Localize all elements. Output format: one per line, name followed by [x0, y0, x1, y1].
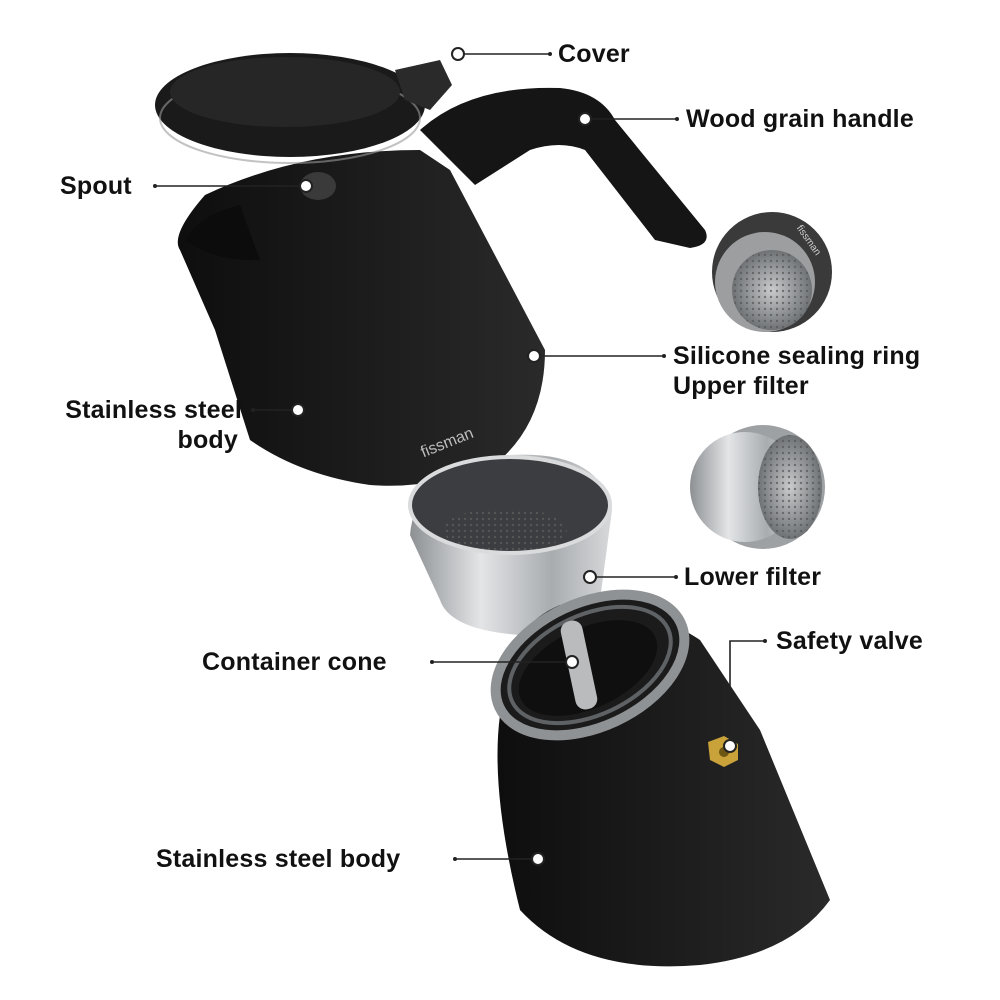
label-handle: Wood grain handle: [686, 105, 914, 133]
leader-lines: [155, 53, 765, 860]
label-cover: Cover: [558, 40, 630, 68]
label-lower-body: Stainless steel body: [156, 845, 401, 873]
upper-body: fissman: [155, 53, 707, 486]
lower-filter-detail: [690, 425, 825, 549]
leader-dots: [153, 52, 767, 861]
label-upper-filter: Upper filter: [673, 372, 809, 400]
label-sealing-ring: Silicone sealing ring: [673, 342, 921, 370]
label-lower-filter: Lower filter: [684, 563, 822, 591]
label-upper-body-line2: body: [177, 426, 238, 454]
label-upper-body-line1: Stainless steel: [65, 396, 242, 424]
label-container-cone: Container cone: [202, 648, 387, 676]
label-spout: Spout: [60, 172, 132, 200]
handle-shape: [420, 87, 707, 248]
spout-shape: [300, 172, 336, 200]
upper-filter-detail: fissman: [712, 212, 832, 332]
lower-body: [490, 589, 830, 967]
label-safety-valve: Safety valve: [776, 627, 923, 655]
callout-points: [291, 47, 737, 866]
